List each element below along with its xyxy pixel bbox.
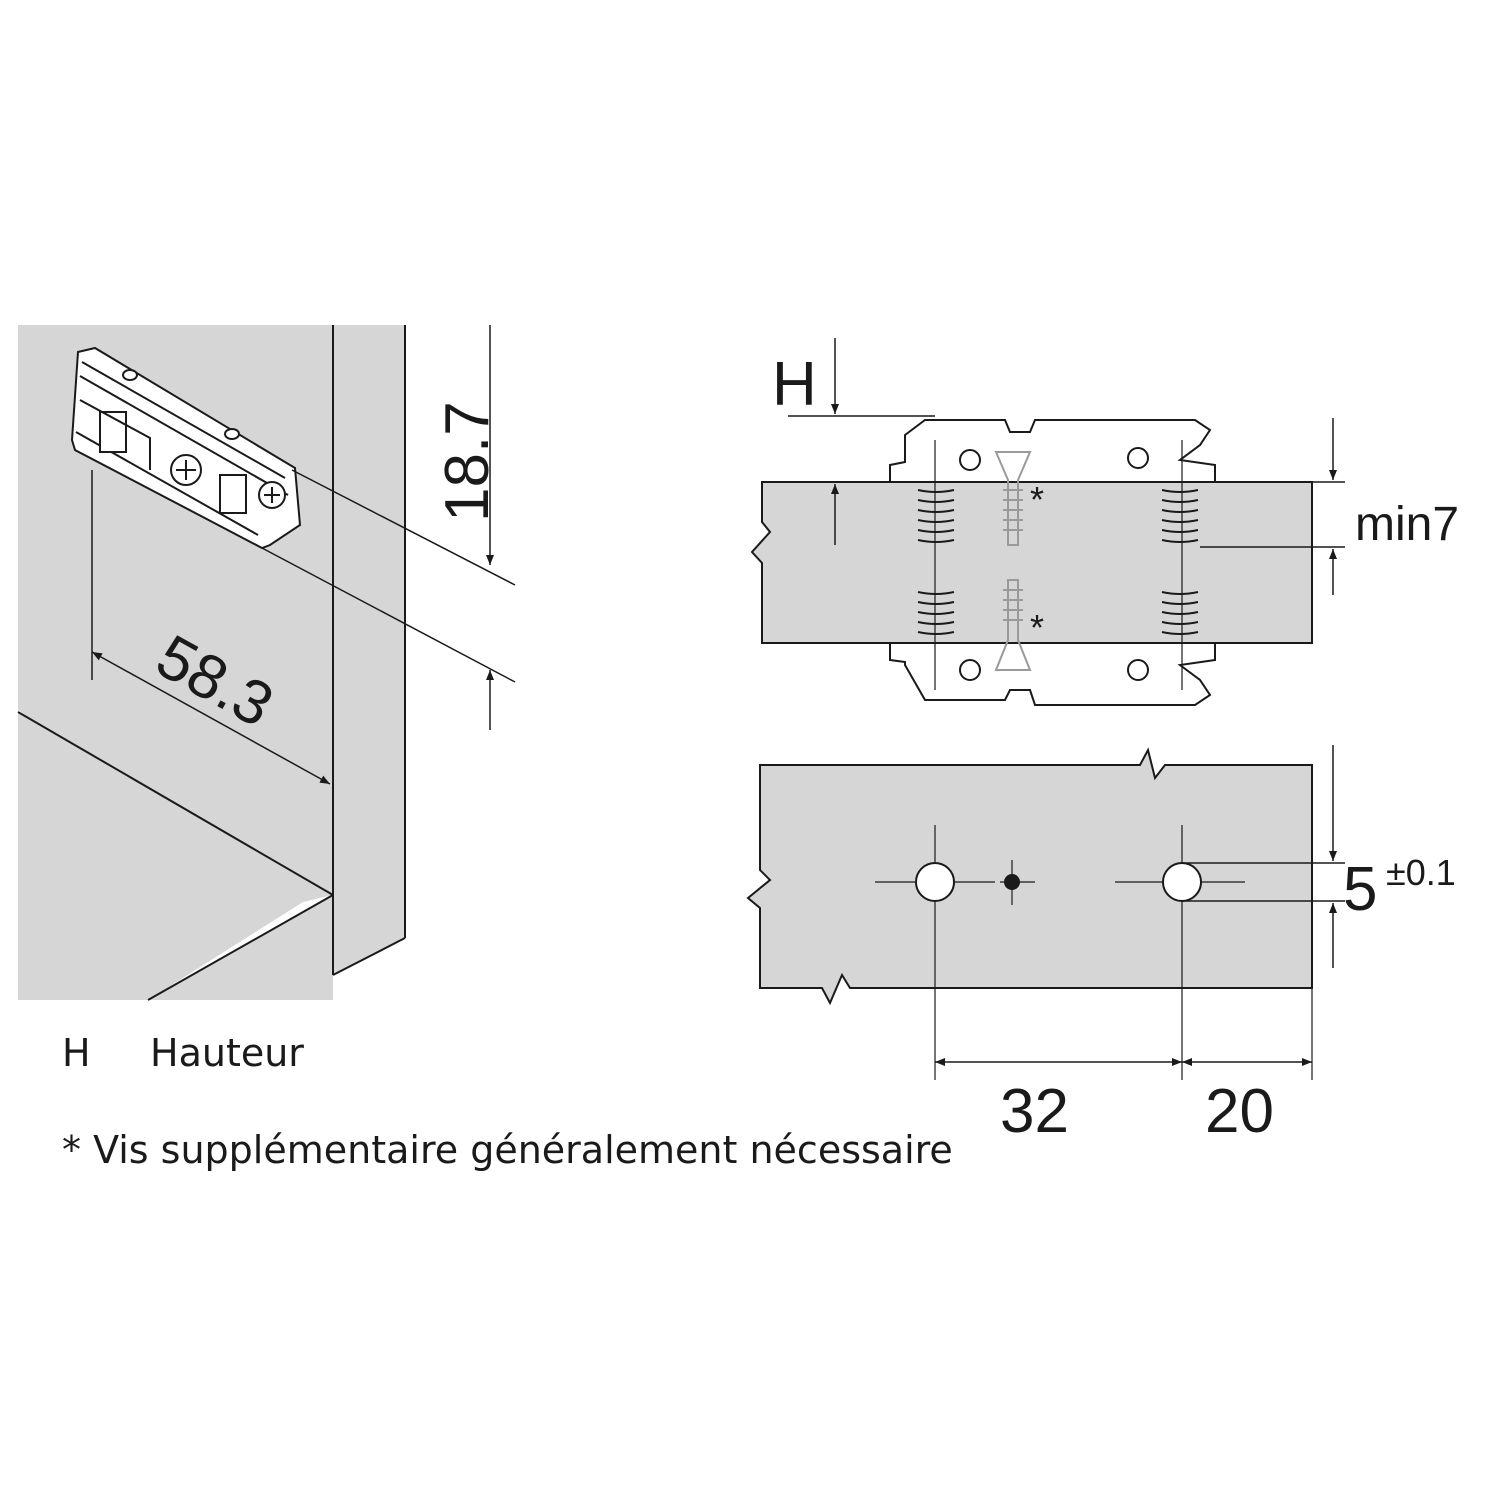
cabinet-front-edge [333,325,405,975]
dim-edge-label: 20 [1205,1077,1274,1146]
drilling-panel [746,747,1313,1006]
supplementary-screw [994,451,1032,671]
drill-hole-1 [915,862,955,902]
legend-key-H: H [62,1031,91,1075]
dim-H-label: H [772,350,817,419]
section-view: * * H min7 [750,338,1459,706]
mounting-plate-section [889,419,1216,706]
dim-height-label: 18.7 [433,401,502,522]
dim-tolerance-label: ±0.1 [1386,852,1456,893]
screw-asterisk-lower: * [1030,607,1044,648]
dim-min-label: min7 [1355,498,1459,551]
drill-hole-2 [1162,862,1202,902]
drilling-view: 5 ±0.1 32 20 [746,745,1456,1146]
legend-footnote: * Vis supplémentaire généralement nécess… [62,1128,953,1172]
mounting-plate-perspective [70,346,302,550]
dim-spacing-label: 32 [1000,1077,1069,1146]
legend: H Hauteur * Vis supplémentaire généralem… [62,1031,953,1172]
cabinet-bottom-panel [18,712,330,1000]
perspective-view: 18.7 58.3 [17,325,516,1001]
pilot-point [1004,874,1020,890]
screw-asterisk-upper: * [1030,479,1044,520]
legend-text-hauteur: Hauteur [150,1031,304,1075]
screw-threads [917,489,1199,635]
dim-offset-label: 5 [1343,855,1377,924]
